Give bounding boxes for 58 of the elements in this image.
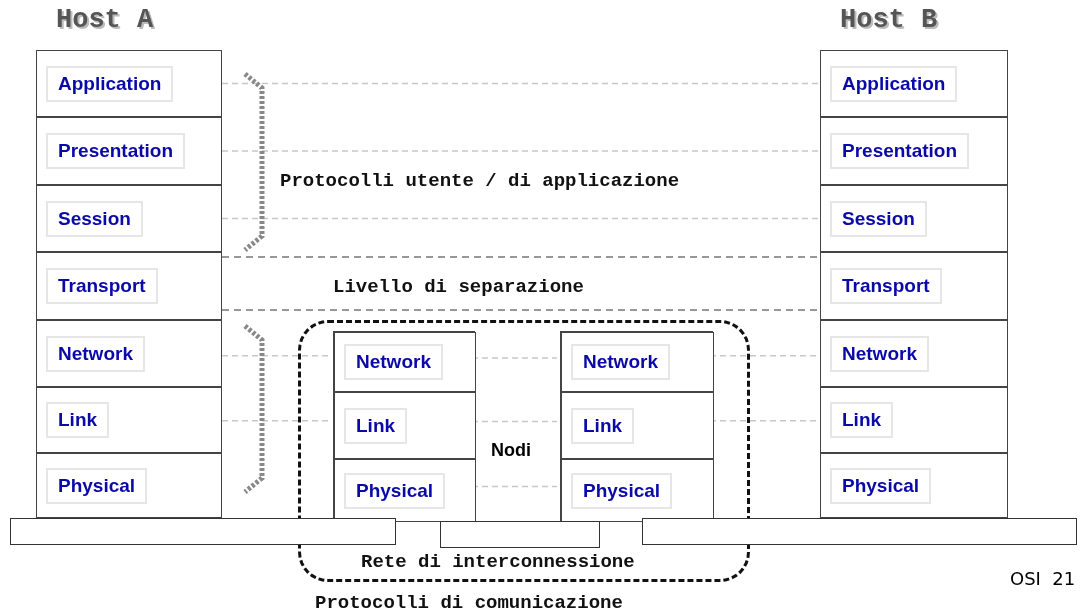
figure-caption: Protocolli di comunicazione <box>315 592 623 613</box>
network-segment-bar <box>440 521 600 548</box>
layer-row <box>561 332 714 392</box>
layer-label: Presentation <box>830 133 970 169</box>
layer-row <box>36 185 222 252</box>
layer-row <box>820 387 1008 453</box>
layer-label: Physical <box>830 467 932 504</box>
layer-label: Physical <box>571 472 673 509</box>
layer-row <box>334 332 476 392</box>
layer-label: Link <box>571 407 635 444</box>
node-stack <box>560 331 713 521</box>
layer-label: Physical <box>46 467 148 504</box>
layer-label: Link <box>46 402 110 438</box>
layer-row <box>334 459 476 522</box>
layer-label: Application <box>46 65 174 102</box>
band-caption: Livello di separazione <box>333 276 584 298</box>
layer-label: Network <box>344 344 443 380</box>
region-title: Rete di interconnessione <box>361 551 635 573</box>
node-stack <box>333 331 475 521</box>
page-number: OSI 21 <box>1010 568 1076 589</box>
layer-row <box>561 392 714 459</box>
layer-label: Session <box>46 200 143 237</box>
connector-line <box>221 150 821 152</box>
layer-row <box>820 50 1008 117</box>
layer-row <box>820 453 1008 518</box>
layer-label: Physical <box>344 472 446 509</box>
layer-row <box>36 453 222 518</box>
layer-row <box>820 252 1008 320</box>
network-region <box>298 320 750 582</box>
connector-line <box>221 82 821 85</box>
network-segment-bar <box>10 518 396 545</box>
layer-row <box>36 50 222 117</box>
layer-row <box>36 387 222 453</box>
bracket-caption: Protocolli utente / di applicazione <box>280 170 680 192</box>
layer-label: Link <box>344 407 408 444</box>
layer-label: Network <box>830 335 929 372</box>
layer-label: Transport <box>46 268 158 304</box>
layer-label: Link <box>830 402 894 438</box>
layer-row <box>820 320 1008 387</box>
layer-label: Session <box>830 200 927 237</box>
connector-line <box>221 217 821 220</box>
layer-label: Application <box>830 65 958 102</box>
network-segment-bar <box>642 518 1077 545</box>
connector-line <box>221 355 331 357</box>
layer-row <box>36 117 222 185</box>
layer-row <box>36 252 222 320</box>
connector-line <box>221 420 331 422</box>
layer-label: Transport <box>830 268 942 304</box>
layer-label: Network <box>46 335 145 372</box>
layer-row <box>334 392 476 459</box>
host-title: Host A <box>56 5 154 35</box>
layer-row <box>820 117 1008 185</box>
layer-label: Presentation <box>46 133 186 169</box>
host-title: Host B <box>840 5 938 35</box>
layer-row <box>820 185 1008 252</box>
layer-row <box>36 320 222 387</box>
layer-label: Network <box>571 344 670 380</box>
layer-row <box>561 459 714 522</box>
